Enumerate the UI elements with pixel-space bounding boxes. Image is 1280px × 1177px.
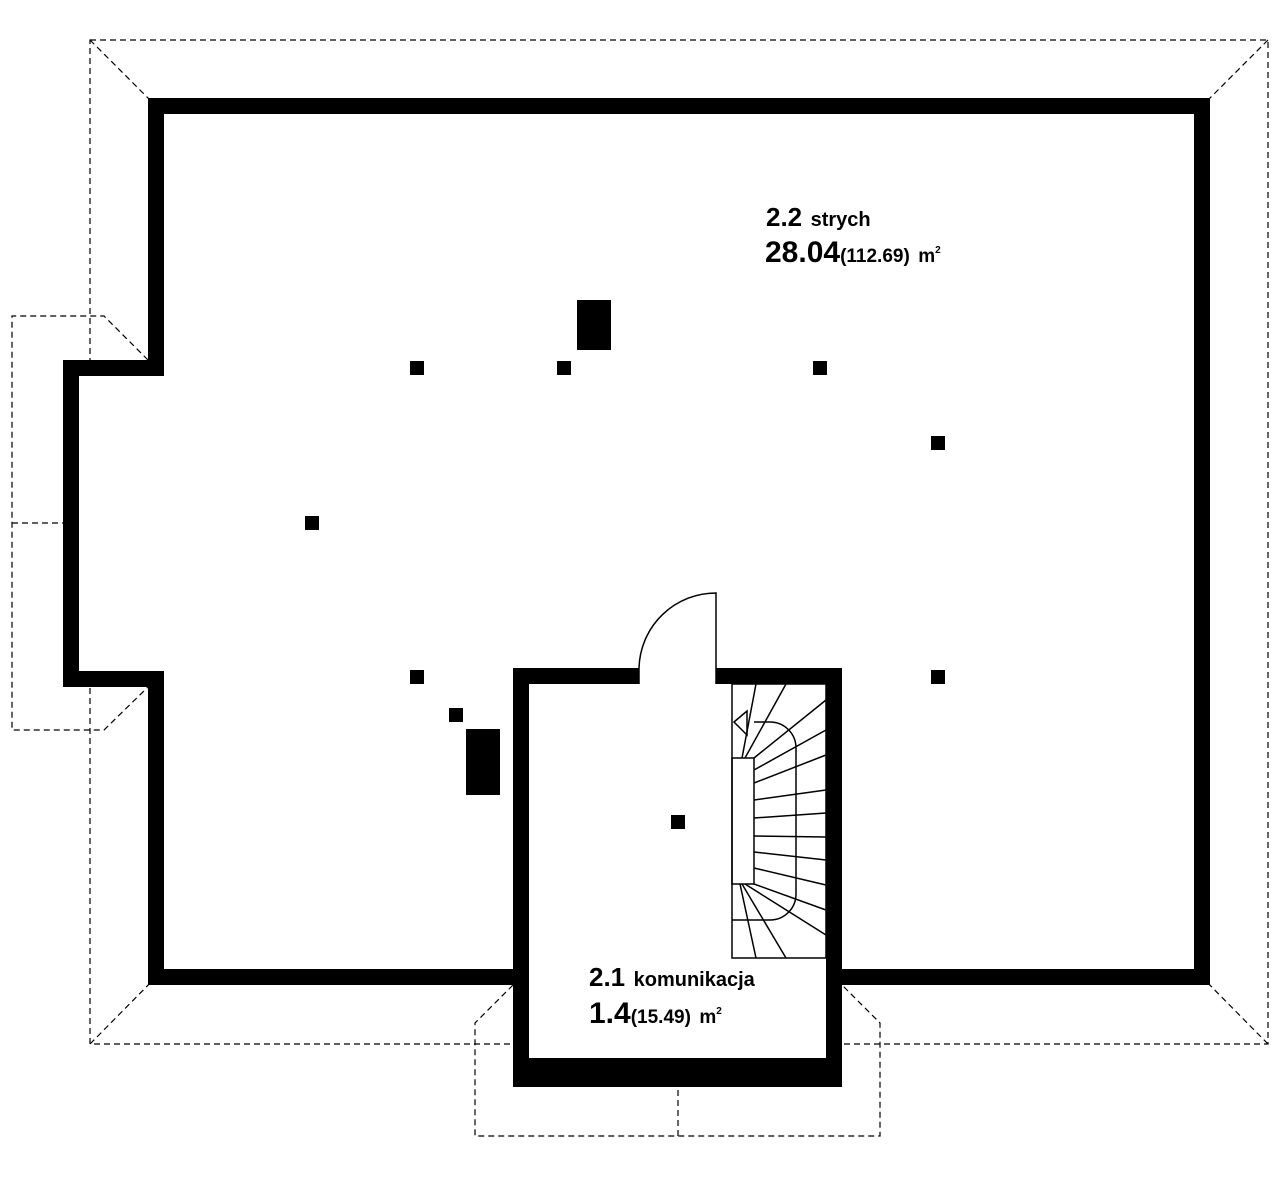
chimneys bbox=[466, 300, 611, 795]
walls bbox=[63, 98, 1210, 1087]
svg-text:2.1 komunikacja: 2.1 komunikacja bbox=[589, 962, 756, 992]
staircase bbox=[731, 683, 827, 959]
svg-text:2.2 strych: 2.2 strych bbox=[766, 202, 871, 232]
svg-text:28.04(112.69) m2: 28.04(112.69) m2 bbox=[765, 236, 941, 269]
room-label-strych: 2.2 strych 28.04(112.69) m2 bbox=[765, 202, 941, 269]
stair-direction-arrow-icon bbox=[732, 709, 748, 737]
posts bbox=[305, 361, 945, 829]
svg-text:1.4(15.49) m2: 1.4(15.49) m2 bbox=[589, 997, 722, 1030]
door bbox=[638, 592, 717, 684]
room-label-komunikacja: 2.1 komunikacja 1.4(15.49) m2 bbox=[589, 962, 756, 1030]
